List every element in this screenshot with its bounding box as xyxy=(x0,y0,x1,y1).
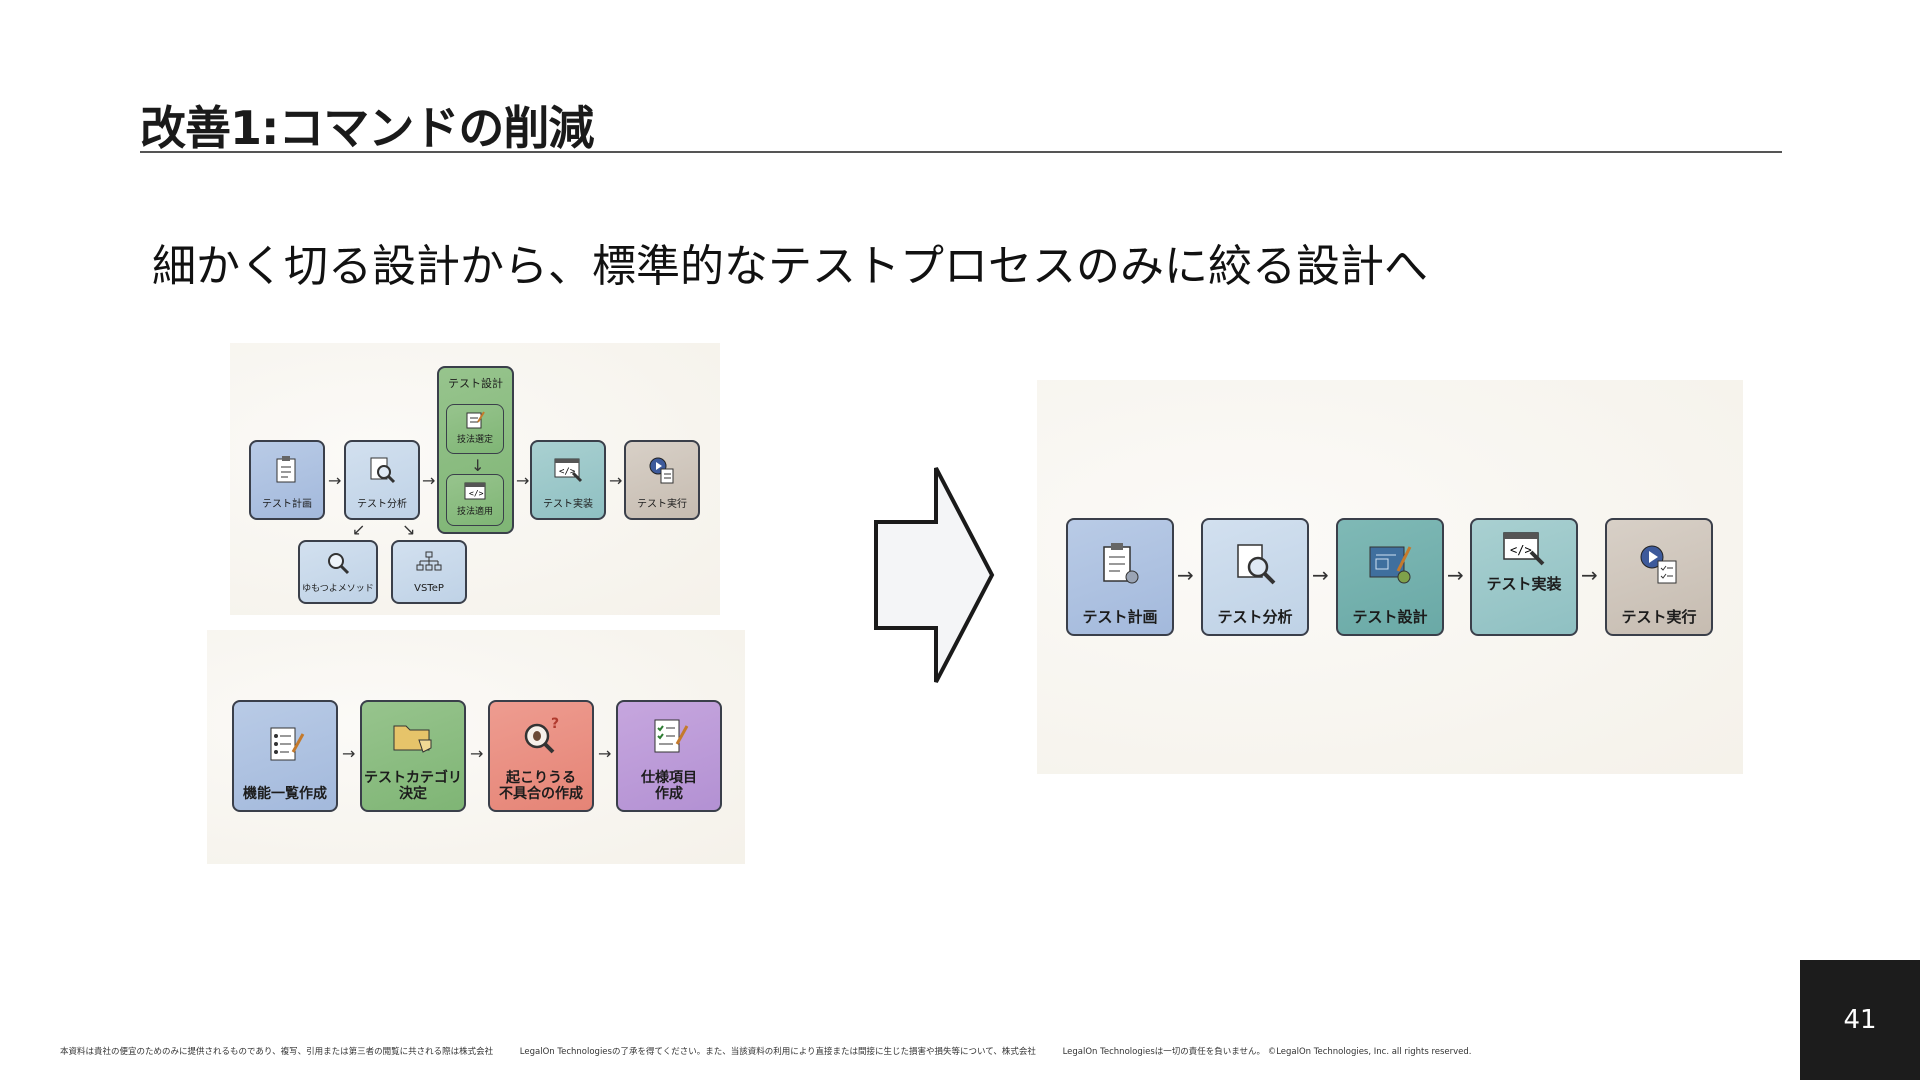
step-label: テスト分析 xyxy=(1217,609,1292,626)
arrow-right: → xyxy=(609,473,622,489)
footer-text: LegalOn Technologiesの了承を得てください。また、当該資料の利… xyxy=(520,1047,1036,1057)
arrow-right: → xyxy=(342,746,355,762)
footer-text: 本資料は貴社の便宜のためのみに提供されるものであり、複写、引用または第三者の閲覧… xyxy=(60,1047,493,1057)
step-label: 起こりうる 不具合の作成 xyxy=(499,770,583,802)
svg-text:</>: </> xyxy=(1510,543,1532,557)
spec-document-icon xyxy=(618,702,720,770)
svg-text:?: ? xyxy=(551,716,559,732)
footer-text: LegalOn Technologiesは一切の責任を負いません。 ©Legal… xyxy=(1063,1047,1472,1057)
step-label: 技法適用 xyxy=(457,507,493,517)
branch-label: VSTeP xyxy=(414,583,444,595)
step-test-execution: テスト実行 xyxy=(624,440,700,520)
magnifier-document-icon xyxy=(1203,520,1307,609)
step-label: テスト実行 xyxy=(637,499,687,511)
arrow-right: → xyxy=(1581,565,1598,585)
branch-label: ゆもつよメソッド xyxy=(302,584,374,594)
svg-text:</>: </> xyxy=(559,467,576,477)
step-test-plan: テスト計画 xyxy=(1066,518,1174,636)
arrow-down: ↓ xyxy=(471,458,484,474)
step-label: テスト分析 xyxy=(357,499,407,511)
clipboard-icon xyxy=(251,442,323,499)
play-checklist-icon xyxy=(626,442,698,499)
step-label: テスト実装 xyxy=(543,499,593,511)
branch-vstep: VSTeP xyxy=(391,540,467,604)
step-test-implementation: </> テスト実装 xyxy=(1470,518,1578,636)
step-technique-apply: </> 技法適用 xyxy=(446,474,504,526)
pencil-checklist-icon xyxy=(447,405,503,435)
step-label: テスト計画 xyxy=(262,499,312,511)
step-label: テスト実装 xyxy=(1486,576,1561,593)
arrow-right: → xyxy=(328,473,341,489)
branch-yumotsuyo-method: ゆもつよメソッド xyxy=(298,540,378,604)
folder-tag-icon xyxy=(362,702,464,770)
step-label: テストカテゴリ 決定 xyxy=(364,770,462,802)
arrow-branch-left: ↙ xyxy=(352,522,365,538)
step-label: 機能一覧作成 xyxy=(243,786,327,802)
blueprint-gear-icon xyxy=(1338,520,1442,609)
magnifier-document-icon xyxy=(346,442,418,499)
footer-disclaimer: 本資料は貴社の便宜のためのみに提供されるものであり、複写、引用または第三者の閲覧… xyxy=(60,1045,1496,1057)
step-label: テスト実行 xyxy=(1621,609,1696,626)
arrow-right: → xyxy=(1312,565,1329,585)
hierarchy-icon xyxy=(393,542,465,583)
step-label: 技法選定 xyxy=(457,435,493,445)
title-divider xyxy=(140,151,1782,153)
play-checklist-icon xyxy=(1607,520,1711,609)
slide-title: 改善1:コマンドの削減 xyxy=(140,92,593,158)
step-test-execution: テスト実行 xyxy=(1605,518,1713,636)
arrow-branch-right: ↘ xyxy=(402,522,415,538)
step-test-implementation: </> テスト実装 xyxy=(530,440,606,520)
step-technique-select: 技法選定 xyxy=(446,404,504,454)
code-window-icon: </> xyxy=(447,475,503,507)
transition-arrow-icon xyxy=(872,462,998,688)
step-test-category: テストカテゴリ 決定 xyxy=(360,700,466,812)
step-test-analysis: テスト分析 xyxy=(1201,518,1309,636)
slide-subtitle: 細かく切る設計から、標準的なテストプロセスのみに絞る設計へ xyxy=(152,230,1428,294)
arrow-right: → xyxy=(422,473,435,489)
step-label: 仕様項目 作成 xyxy=(641,770,697,802)
checklist-pencil-icon xyxy=(234,702,336,786)
step-potential-bugs: ? 起こりうる 不具合の作成 xyxy=(488,700,594,812)
arrow-right: → xyxy=(470,746,483,762)
group-label: テスト設計 xyxy=(448,378,503,391)
arrow-right: → xyxy=(1447,565,1464,585)
step-test-design: テスト設計 xyxy=(1336,518,1444,636)
arrow-right: → xyxy=(1177,565,1194,585)
bug-magnifier-icon: ? xyxy=(490,702,592,770)
code-wrench-icon: </> xyxy=(1472,520,1576,576)
step-test-analysis: テスト分析 xyxy=(344,440,420,520)
step-feature-list: 機能一覧作成 xyxy=(232,700,338,812)
search-icon xyxy=(300,542,376,584)
arrow-right: → xyxy=(598,746,611,762)
code-wrench-icon: </> xyxy=(532,442,604,499)
step-spec-items: 仕様項目 作成 xyxy=(616,700,722,812)
step-label: テスト設計 xyxy=(1352,609,1427,626)
page-number: 41 xyxy=(1800,960,1920,1080)
clipboard-gear-icon xyxy=(1068,520,1172,609)
svg-text:</>: </> xyxy=(469,489,484,498)
step-label: テスト計画 xyxy=(1082,609,1157,626)
step-test-plan: テスト計画 xyxy=(249,440,325,520)
arrow-right: → xyxy=(516,473,529,489)
